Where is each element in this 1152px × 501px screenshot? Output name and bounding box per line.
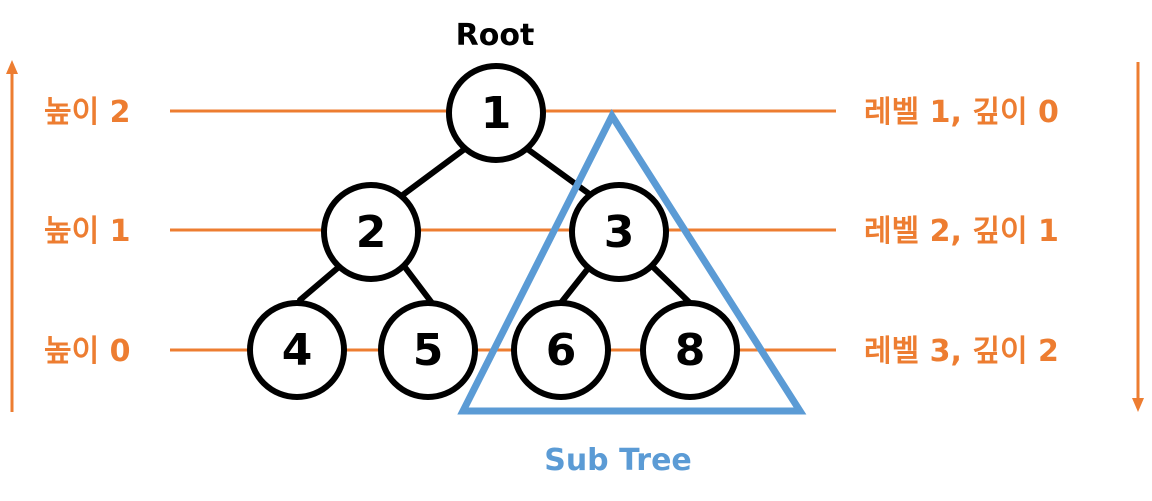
node-label: 3 bbox=[604, 207, 635, 258]
tree-node-3: 3 bbox=[569, 182, 669, 282]
height-label-0: 높이 0 bbox=[44, 334, 131, 369]
node-label: 6 bbox=[546, 325, 577, 376]
edge-2-4 bbox=[297, 263, 343, 303]
tree-node-8: 8 bbox=[640, 300, 740, 400]
node-label: 8 bbox=[675, 325, 706, 376]
tree-node-2: 2 bbox=[321, 182, 421, 282]
edge-3-8 bbox=[649, 263, 693, 306]
subtree-triangle bbox=[457, 108, 807, 415]
depth-arrow bbox=[1132, 62, 1144, 412]
node-label: 5 bbox=[413, 325, 444, 376]
tree-node-4: 4 bbox=[247, 300, 347, 400]
height-label-1: 높이 1 bbox=[44, 214, 131, 249]
tree-node-1: 1 bbox=[446, 63, 546, 163]
height-arrow bbox=[6, 60, 18, 412]
level-label-1: 레벨 1, 깊이 0 bbox=[864, 95, 1059, 130]
height-label-2: 높이 2 bbox=[44, 95, 131, 130]
level-label-3: 레벨 3, 깊이 2 bbox=[864, 334, 1059, 369]
root-label: Root bbox=[456, 18, 535, 53]
level-label-2: 레벨 2, 깊이 1 bbox=[864, 214, 1059, 249]
tree-node-5: 5 bbox=[378, 300, 478, 400]
subtree-label: Sub Tree bbox=[544, 443, 692, 478]
edge-1-2 bbox=[397, 145, 469, 200]
tree-node-6: 6 bbox=[511, 300, 611, 400]
node-label: 4 bbox=[282, 325, 313, 376]
node-label: 2 bbox=[356, 207, 387, 258]
edge-3-6 bbox=[557, 263, 593, 307]
edge-2-5 bbox=[401, 263, 435, 306]
node-label: 1 bbox=[481, 88, 512, 139]
